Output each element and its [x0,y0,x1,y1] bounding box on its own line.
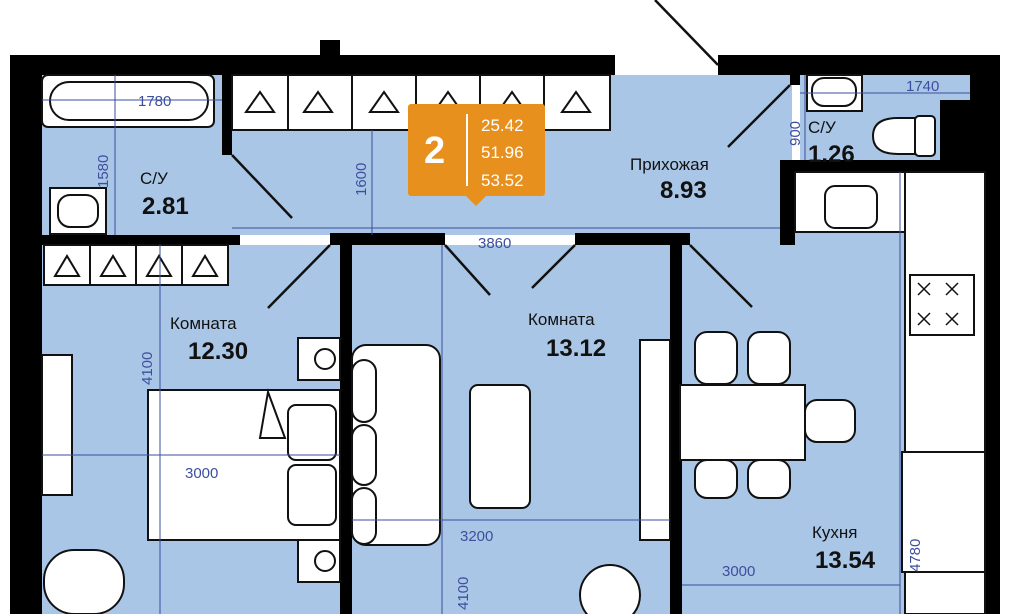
dim-label: 4780 [907,539,924,572]
room-name: С/У [140,169,168,188]
dining-table-icon [679,384,806,461]
bed-icon [41,337,341,614]
sofa-icon [351,339,671,614]
kitchen-furniture [679,171,986,614]
room-area: 1.26 [808,141,855,168]
room-name: Комната [528,310,595,329]
room-name: Комната [170,314,237,333]
dimension-labels: 1780 1580 1600 3860 1740 900 4100 3000 3… [95,78,939,610]
dim-label: 1600 [353,163,370,196]
dim-label: 3200 [460,528,493,545]
area-with-balcony: 53.52 [481,171,524,190]
sink-icon [824,185,878,229]
bathroom-fixtures [41,74,936,235]
living-area: 25.42 [481,116,524,135]
bathtub-icon [49,81,209,121]
room-area: 13.54 [815,547,876,574]
tv-stand-icon [639,339,671,541]
room-area: 8.93 [660,177,707,204]
dimension-lines [42,75,970,614]
room-labels: С/У 2.81 С/У 1.26 Прихожая 8.93 Комната … [140,118,876,574]
dim-label: 3000 [185,465,218,482]
dim-label: 1780 [138,93,171,110]
dim-label: 1580 [95,155,112,188]
dim-label: 4100 [139,352,156,385]
room-name: С/У [808,118,836,137]
coffee-table-icon [469,384,531,509]
room-name: Прихожая [630,155,709,174]
room-area: 13.12 [546,335,606,362]
toilet-icon [871,117,916,155]
room-area: 12.30 [188,338,248,365]
room-count: 2 [424,130,445,172]
room-name: Кухня [812,523,858,542]
dim-label: 3860 [478,235,511,252]
dim-label: 3000 [722,563,755,580]
total-area: 51.96 [481,143,524,162]
dim-label: 4100 [455,577,472,610]
walls [10,40,1000,614]
doors [231,0,791,309]
apartment-badge: 2 25.42 51.96 53.52 [408,104,545,206]
wardrobe-room-1 [43,244,229,286]
room-area: 2.81 [142,193,189,220]
dim-label: 900 [787,121,804,146]
dim-label: 1740 [906,78,939,95]
